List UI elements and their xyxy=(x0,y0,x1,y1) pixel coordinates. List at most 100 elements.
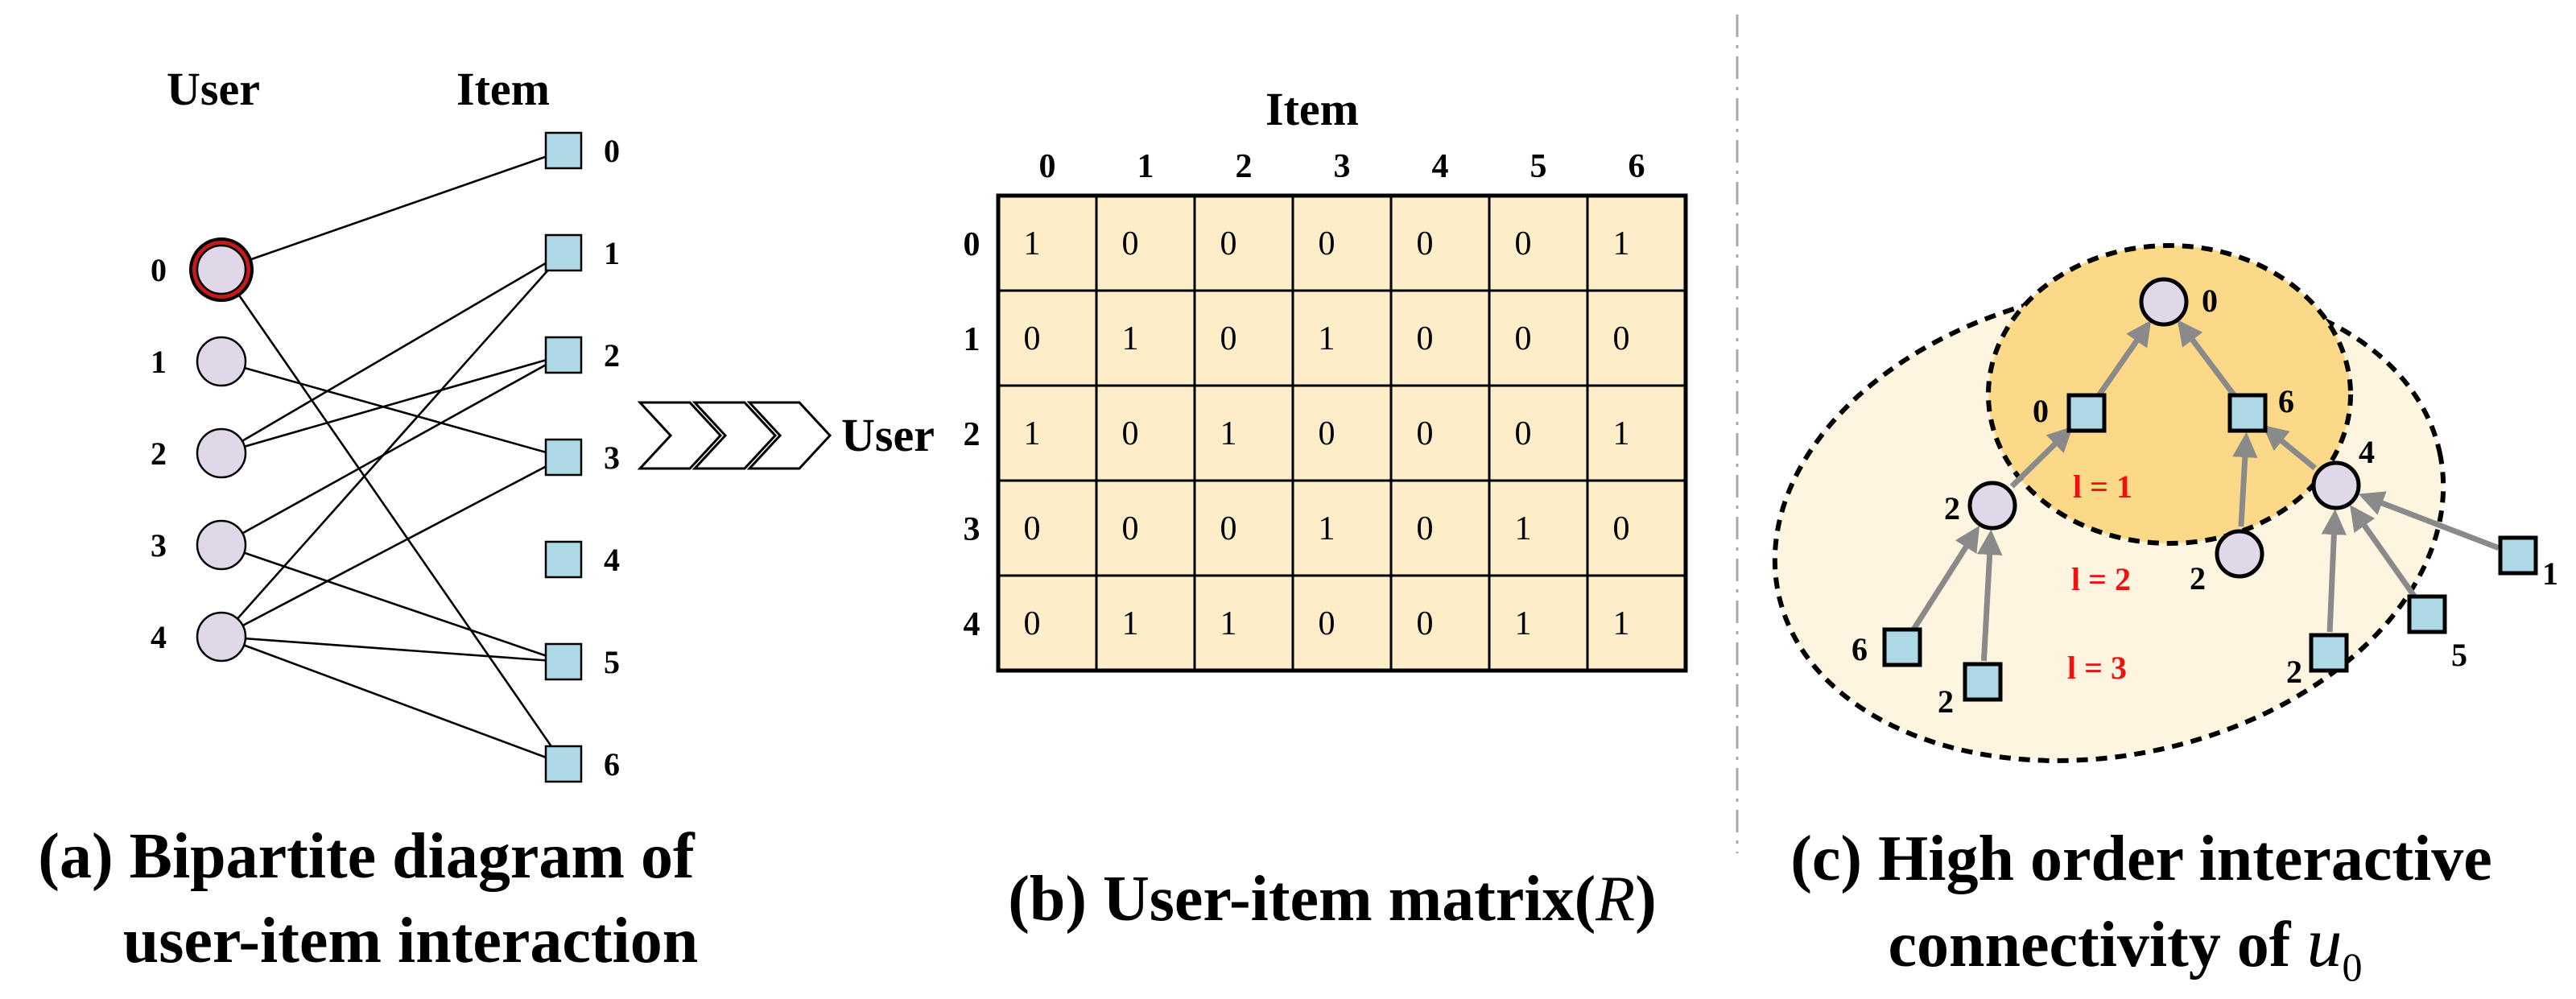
propagation-arrows xyxy=(1911,320,2500,662)
matrix-column-header: 4 xyxy=(1432,148,1449,185)
matrix-cell xyxy=(1291,194,1393,292)
user-node-label: 4 xyxy=(151,619,167,655)
matrix-cell xyxy=(1586,384,1687,482)
matrix-border xyxy=(996,193,1688,673)
matrix-cell-value: 0 xyxy=(1024,605,1041,642)
item-node-label: 1 xyxy=(604,235,620,271)
matrix-cell-value: 0 xyxy=(1122,510,1139,547)
user-node-label: 2 xyxy=(151,436,167,472)
layer2-user-label: 2 xyxy=(2190,560,2206,597)
interaction-edge xyxy=(221,360,564,459)
caption-c-symbol: u xyxy=(2306,904,2342,982)
matrix-cell-value: 1 xyxy=(1319,320,1335,357)
matrix-row-header: 4 xyxy=(964,606,980,643)
matrix-cell xyxy=(1095,194,1196,292)
layer2-user-node xyxy=(2311,460,2361,510)
matrix-cell-value: 0 xyxy=(1319,225,1335,262)
user-node-label: 3 xyxy=(151,527,167,563)
layer1-item-label: 0 xyxy=(2033,393,2049,429)
item-node-label: 2 xyxy=(604,337,620,374)
matrix-cell xyxy=(1291,479,1393,577)
item-node-label: 5 xyxy=(604,644,620,680)
matrix-cell xyxy=(1095,574,1196,672)
matrix-cell xyxy=(1488,479,1589,577)
matrix-user-axis-label: User xyxy=(841,409,935,461)
matrix-cell xyxy=(1193,289,1294,387)
matrix-cell-value: 0 xyxy=(1024,510,1041,547)
user-column-header: User xyxy=(167,63,260,115)
matrix-cell-value: 0 xyxy=(1220,225,1237,262)
item-node xyxy=(544,540,583,579)
caption-b-symbol: R xyxy=(1595,864,1635,935)
matrix-cell-value: 0 xyxy=(1319,415,1335,452)
matrix-cell-value: 0 xyxy=(1122,225,1139,262)
item-node xyxy=(544,745,583,783)
layer3-item-label: 1 xyxy=(2542,555,2558,592)
matrix-row-header: 0 xyxy=(964,226,980,263)
caption-c-line1: (c) High order interactive xyxy=(1790,824,2492,894)
interaction-edge xyxy=(221,149,564,271)
item-node xyxy=(544,233,583,272)
user-node-label: 0 xyxy=(151,252,167,288)
layer3-item-node xyxy=(2498,535,2538,576)
caption-b-close: ) xyxy=(1635,864,1657,935)
matrix-cell xyxy=(1586,289,1687,387)
interaction-edge xyxy=(221,252,564,638)
item-node-label: 6 xyxy=(604,746,620,782)
matrix-cell-value: 0 xyxy=(1515,320,1532,357)
transform-arrow-icon xyxy=(637,401,832,470)
user-node xyxy=(196,427,247,479)
matrix-cell-value: 0 xyxy=(1417,320,1434,357)
matrix-cell xyxy=(1488,289,1589,387)
matrix-cell xyxy=(1291,384,1393,482)
caption-a-line1: (a) Bipartite diagram of xyxy=(38,821,696,892)
layer1-item-label: 6 xyxy=(2278,383,2294,419)
user-node xyxy=(196,519,247,571)
propagation-arrow xyxy=(1911,526,1980,631)
matrix-cell-value: 0 xyxy=(1613,510,1630,547)
propagation-arrow xyxy=(2321,509,2347,633)
matrix-cell xyxy=(1389,574,1491,672)
inner-layer-ellipse xyxy=(1986,243,2353,546)
matrix-cell xyxy=(1389,384,1491,482)
interaction-edge xyxy=(221,353,564,547)
layer3-item-label: 5 xyxy=(2451,637,2467,673)
matrix-column-header: 5 xyxy=(1530,148,1547,185)
layer-2-label: l = 2 xyxy=(2071,561,2131,597)
matrix-cell xyxy=(1095,384,1196,482)
item-node-label: 3 xyxy=(604,440,620,476)
user-node xyxy=(196,244,247,295)
item-node xyxy=(544,131,583,170)
matrix-cell-value: 0 xyxy=(1122,415,1139,452)
item-node-label: 4 xyxy=(604,542,620,578)
matrix-cell xyxy=(1488,194,1589,292)
matrix-cell xyxy=(1488,574,1589,672)
matrix-cell xyxy=(997,194,1098,292)
matrix-cell-value: 0 xyxy=(1613,320,1630,357)
matrix-cell-value: 0 xyxy=(1220,320,1237,357)
layer3-item-node xyxy=(2309,633,2349,673)
caption-c-line2: connectivity of u0 xyxy=(1889,904,2363,989)
user-node xyxy=(196,336,247,387)
layer2-user-label: 4 xyxy=(2359,434,2375,470)
layer3-item-label: 2 xyxy=(2286,654,2302,690)
layer3-item-label: 2 xyxy=(1938,683,1954,720)
interaction-edge xyxy=(221,635,564,663)
matrix-item-axis-label: Item xyxy=(1265,83,1359,135)
layer-1-label: l = 1 xyxy=(2073,469,2132,505)
layer1-item-node xyxy=(2066,393,2107,433)
matrix-cell-value: 1 xyxy=(1024,225,1041,262)
matrix-cell xyxy=(1586,479,1687,577)
matrix-cell-value: 1 xyxy=(1515,605,1532,642)
matrix-cell-value: 0 xyxy=(1417,605,1434,642)
layer3-item-node xyxy=(1963,662,2003,702)
caption-a-line2: user-item interaction xyxy=(123,906,699,976)
chevron-icon xyxy=(637,401,723,470)
matrix-column-header: 2 xyxy=(1236,148,1253,185)
matrix-cell-value: 0 xyxy=(1417,415,1434,452)
